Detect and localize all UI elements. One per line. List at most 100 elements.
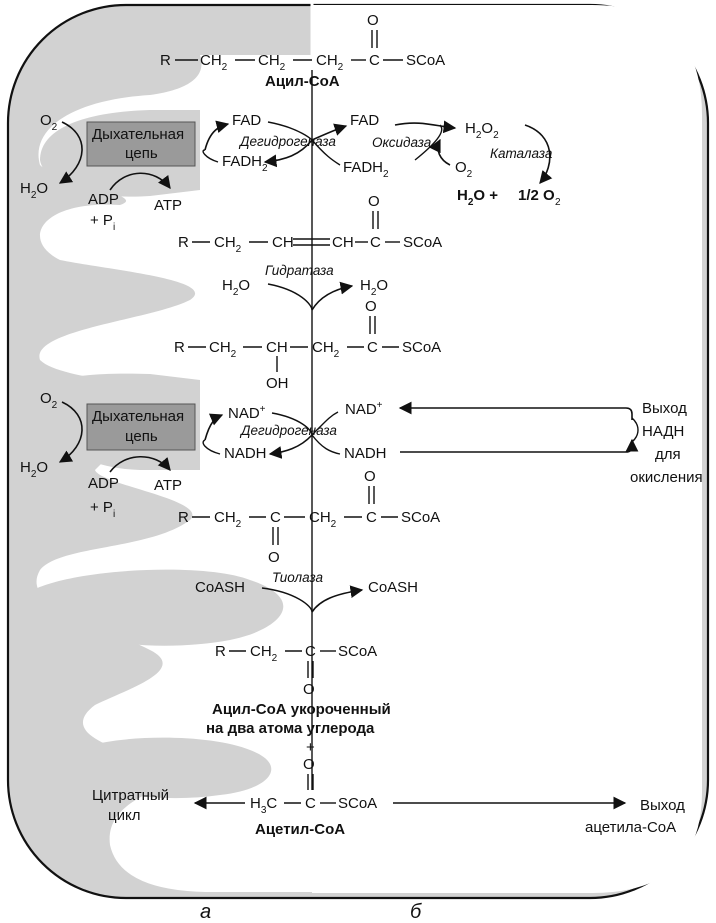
svg-text:ADP: ADP xyxy=(88,475,119,492)
panel-label-b: б xyxy=(410,901,422,923)
shortened-acyl-coa-label: Ацил-СоА укороченный xyxy=(212,701,391,718)
svg-text:R: R xyxy=(178,234,189,251)
acetyl-exit-label: Выход ацетила-СоА xyxy=(585,797,685,836)
svg-text:O2: O2 xyxy=(40,390,58,411)
respiratory-chain-bottom: Дыхательная цепь O2 H2O ADP + Pi ATP xyxy=(20,390,196,520)
svg-text:C: C xyxy=(370,234,381,251)
acyl-coa-label: Ацил-СоА xyxy=(265,73,340,90)
svg-text:R: R xyxy=(160,52,171,69)
svg-text:FADH2: FADH2 xyxy=(343,159,389,180)
citrate-cycle-label: Цитратный цикл xyxy=(92,787,169,824)
plus-sign: + xyxy=(306,739,315,756)
svg-text:CH2: CH2 xyxy=(214,509,242,530)
svg-text:цепь: цепь xyxy=(125,428,158,445)
svg-text:ATP: ATP xyxy=(154,197,182,214)
matrix-space xyxy=(36,5,702,893)
acetyl-coa-label: Ацетил-СоА xyxy=(255,821,345,838)
respiratory-chain-box-top xyxy=(86,121,196,167)
svg-text:Гидратаза: Гидратаза xyxy=(265,263,334,278)
crista-lower-gray xyxy=(20,569,284,646)
svg-text:H2O: H2O xyxy=(360,277,388,298)
enoyl-coa-structure: R CH2 CH CH C O SCoA xyxy=(178,193,442,255)
svg-text:CH2: CH2 xyxy=(312,339,340,360)
svg-text:Выход: Выход xyxy=(640,797,685,814)
svg-text:H2O: H2O xyxy=(222,277,250,298)
svg-text:O: O xyxy=(364,468,376,485)
svg-text:CH2: CH2 xyxy=(316,52,344,73)
svg-text:O: O xyxy=(368,193,380,210)
svg-text:+ Pi: + Pi xyxy=(90,499,115,520)
svg-text:ацетила-СоА: ацетила-СоА xyxy=(585,819,676,836)
svg-text:Тиолаза: Тиолаза xyxy=(272,570,323,585)
panel-label-a: а xyxy=(200,901,211,923)
step4-thiolase: Тиолаза CoASH CoASH xyxy=(195,570,418,613)
respiratory-chain-top: Дыхательная цепь O2 H2O ADP + Pi ATP xyxy=(20,112,196,233)
svg-text:CoASH: CoASH xyxy=(368,579,418,596)
svg-text:FAD: FAD xyxy=(350,112,379,129)
svg-text:CH2: CH2 xyxy=(258,52,286,73)
svg-text:O2: O2 xyxy=(40,112,58,133)
svg-text:C: C xyxy=(270,509,281,526)
crista-bottom-gray xyxy=(60,737,272,799)
svg-text:FAD: FAD xyxy=(232,112,261,129)
svg-text:CH2: CH2 xyxy=(200,52,228,73)
svg-text:CH2: CH2 xyxy=(209,339,237,360)
svg-text:SCoA: SCoA xyxy=(402,339,441,356)
svg-text:ADP: ADP xyxy=(88,191,119,208)
svg-text:R: R xyxy=(215,643,226,660)
svg-text:H2O2: H2O2 xyxy=(465,120,499,141)
acyl-coa-structure: R CH2 CH2 CH2 C O SCoA Ацил-СоА xyxy=(160,12,445,90)
svg-text:SCoA: SCoA xyxy=(401,509,440,526)
svg-text:SCoA: SCoA xyxy=(403,234,442,251)
svg-text:C: C xyxy=(305,795,316,812)
svg-text:окисления: окисления xyxy=(630,469,703,486)
svg-text:O: O xyxy=(303,756,315,773)
svg-text:O: O xyxy=(365,298,377,315)
svg-text:SCoA: SCoA xyxy=(338,795,377,812)
svg-text:ATP: ATP xyxy=(154,477,182,494)
step2-hydratase: Гидратаза H2O H2O xyxy=(222,263,388,311)
svg-text:H2O: H2O xyxy=(20,180,48,201)
respiratory-chain-box-bottom xyxy=(86,403,196,451)
svg-text:Дыхательная: Дыхательная xyxy=(92,408,184,425)
step3-dehydrogenase: NAD+ NADH Дегидрогеназа NAD+ NADH Выход … xyxy=(202,400,703,486)
svg-text:CH2: CH2 xyxy=(309,509,337,530)
svg-text:2: 2 xyxy=(555,197,561,208)
svg-text:NADH: NADH xyxy=(344,445,387,462)
svg-text:НАДН: НАДН xyxy=(642,423,684,440)
svg-text:SCoA: SCoA xyxy=(338,643,377,660)
svg-text:Каталаза: Каталаза xyxy=(490,146,553,161)
svg-text:H3C: H3C xyxy=(250,795,277,816)
hydroxyacyl-coa-structure: R CH2 CH OH CH2 C O SCoA xyxy=(174,298,441,392)
svg-text:NADH: NADH xyxy=(224,445,267,462)
svg-text:цепь: цепь xyxy=(125,145,158,162)
svg-text:CoASH: CoASH xyxy=(195,579,245,596)
svg-text:Выход: Выход xyxy=(642,400,687,417)
svg-text:CH: CH xyxy=(332,234,354,251)
step1-dehydrogenase: FAD FADH2 Дегидрогеназа FAD FADH2 Оксида… xyxy=(202,112,561,208)
svg-text:H2O: H2O xyxy=(20,459,48,480)
mitochondrion-outline xyxy=(6,0,710,900)
svg-text:O: O xyxy=(268,549,280,566)
svg-text:1/2 O: 1/2 O xyxy=(518,187,555,204)
svg-text:+ Pi: + Pi xyxy=(90,212,115,233)
svg-text:R: R xyxy=(178,509,189,526)
svg-text:OH: OH xyxy=(266,375,289,392)
svg-text:O: O xyxy=(303,681,315,698)
svg-text:цикл: цикл xyxy=(108,807,140,824)
svg-text:R: R xyxy=(174,339,185,356)
svg-text:C: C xyxy=(305,643,316,660)
svg-text:O: O xyxy=(367,12,379,29)
svg-text:H2O +: H2O + xyxy=(457,187,498,208)
svg-text:C: C xyxy=(366,509,377,526)
svg-text:CH: CH xyxy=(266,339,288,356)
shortened-acyl-coa-structure: R CH2 C O SCoA Ацил-СоА укороченный на д… xyxy=(206,643,391,756)
svg-text:CH: CH xyxy=(272,234,294,251)
svg-text:FADH2: FADH2 xyxy=(222,153,268,174)
svg-text:CH2: CH2 xyxy=(250,643,278,664)
svg-text:O2: O2 xyxy=(455,159,473,180)
svg-text:NAD+: NAD+ xyxy=(228,404,266,422)
acetyl-coa-structure: H3C C O SCoA Ацетил-СоА xyxy=(193,756,627,838)
shortened-acyl-coa-label-2: на два атома углерода xyxy=(206,720,375,737)
